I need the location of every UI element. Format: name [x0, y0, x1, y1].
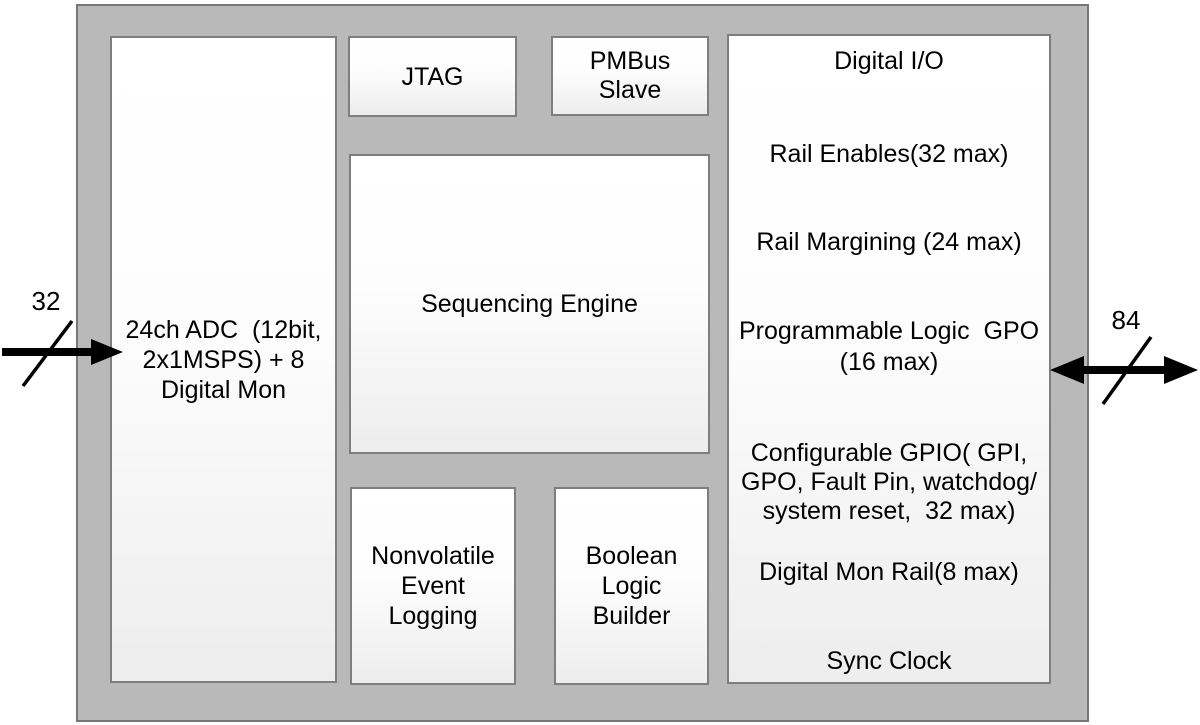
digital-io-item-rail-margining: Rail Margining (24 max) — [756, 228, 1022, 256]
input-bus-width-slash-icon — [21, 319, 74, 388]
nonvolatile-event-logging-block: Nonvolatile Event Logging — [350, 487, 516, 685]
io-bus-arrowhead-right-icon — [1164, 356, 1198, 384]
jtag-block: JTAG — [348, 36, 517, 117]
io-bus-width-label: 84 — [1111, 305, 1141, 335]
digital-io-item-digital-mon-rail: Digital Mon Rail(8 max) — [759, 558, 1019, 586]
digital-io-item-rail-enables: Rail Enables(32 max) — [769, 140, 1009, 168]
input-bus-arrowhead-icon — [91, 339, 123, 365]
digital-io-item-sync-clock: Sync Clock — [826, 647, 952, 675]
input-bus-width-label: 32 — [31, 286, 61, 316]
adc-block: 24ch ADC (12bit, 2x1MSPS) + 8 Digital Mo… — [110, 36, 337, 683]
boolean-logic-builder-block: Boolean Logic Builder — [554, 487, 709, 685]
digital-io-block: Digital I/O Rail Enables(32 max) Rail Ma… — [727, 34, 1051, 684]
io-bus-arrow-shaft — [1073, 366, 1173, 374]
io-bus-width-slash-icon — [1101, 335, 1153, 406]
digital-io-item-configurable-gpio: Configurable GPIO( GPI, GPO, Fault Pin, … — [741, 439, 1037, 525]
input-bus-arrow — [2, 319, 123, 388]
jtag-block-label: JTAG — [401, 62, 464, 91]
io-bus-arrow — [1050, 335, 1198, 406]
sequencing-engine-block-label: Sequencing Engine — [421, 290, 638, 318]
pmbus-slave-block-label: PMBus Slave — [589, 47, 671, 104]
nonvolatile-event-logging-block-label: Nonvolatile Event Logging — [371, 542, 495, 630]
digital-io-title: Digital I/O — [834, 47, 944, 75]
boolean-logic-builder-block-label: Boolean Logic Builder — [585, 542, 678, 630]
digital-io-item-programmable-logic-gpo: Programmable Logic GPO (16 max) — [738, 317, 1040, 376]
sequencing-engine-block: Sequencing Engine — [349, 154, 710, 454]
adc-block-label: 24ch ADC (12bit, 2x1MSPS) + 8 Digital Mo… — [125, 315, 322, 404]
pmbus-slave-block: PMBus Slave — [551, 36, 709, 116]
io-bus-arrowhead-left-icon — [1050, 356, 1084, 384]
